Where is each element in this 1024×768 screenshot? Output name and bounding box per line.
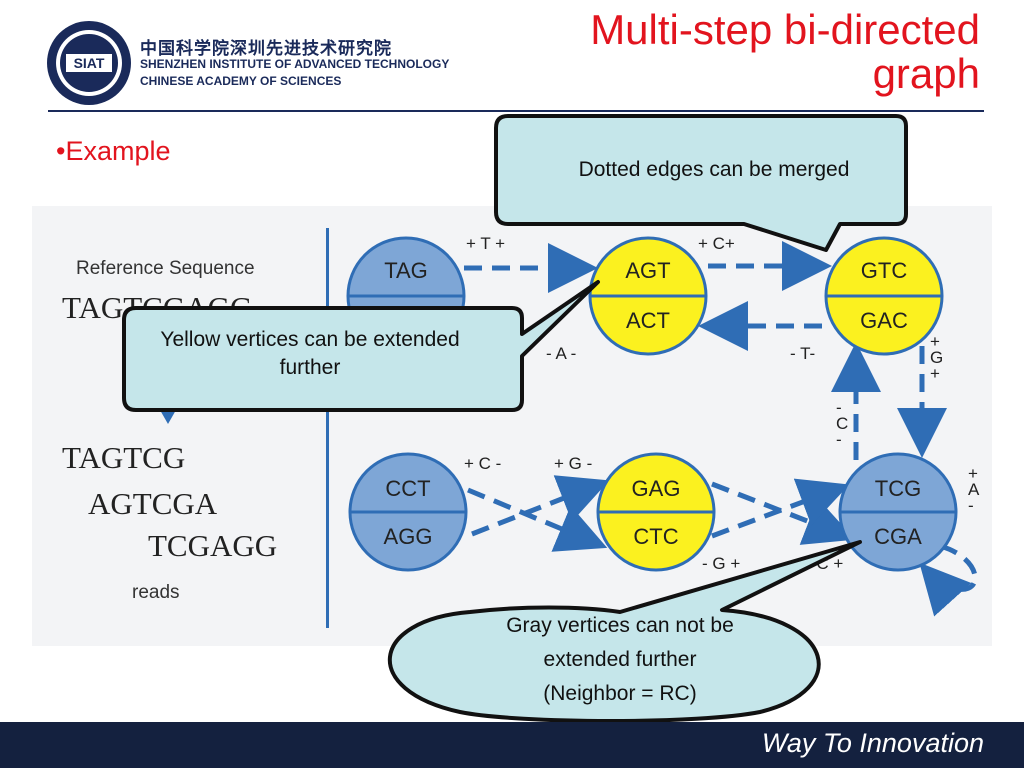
reference-label: Reference Sequence (76, 258, 255, 279)
callout-gray-line-1: Gray vertices can not be (506, 614, 734, 637)
edge-label-act-cta: - A - (546, 344, 577, 363)
node-cga-bottom: CGA (874, 524, 922, 549)
read-1: TAGTCG (62, 440, 186, 475)
node-agt-top: AGT (625, 258, 671, 283)
slide-title: Multi-step bi-directed graph (590, 6, 980, 97)
callout-yellow-shape (122, 280, 600, 412)
node-gtc-top: GTC (860, 258, 908, 283)
edge-label-tag-agt: + T + (466, 234, 506, 253)
siat-logo-icon: SIAT (47, 21, 131, 105)
edge-label-cga-loop: + A - (968, 464, 980, 515)
edge-label-agt-gtc: + C+ (698, 234, 735, 253)
reads-label: reads (132, 582, 180, 603)
callout-gray-line-3: (Neighbor = RC) (543, 682, 697, 705)
edge-label-gac-act: - T- (790, 344, 816, 363)
title-divider (48, 110, 984, 112)
footer-bar (0, 722, 1024, 768)
node-agt-bottom: ACT (626, 308, 670, 333)
node-gtc-bottom: GAC (860, 308, 908, 333)
edge-label-cga-gac: - C - (836, 398, 849, 449)
footer-tagline: Way To Innovation (761, 728, 984, 758)
node-tag-top: TAG (384, 258, 428, 283)
edge-label-ctc-cga: - G + (702, 554, 741, 573)
node-ctc-bottom: CTC (633, 524, 679, 549)
logo-badge: SIAT (74, 55, 105, 71)
institute-name-cn: 中国科学院深圳先进技术研究院 (140, 39, 392, 59)
read-3: TCGAGG (148, 528, 278, 563)
node-cct-bottom: AGG (383, 524, 433, 549)
academy-name-en: CHINESE ACADEMY OF SCIENCES (140, 74, 342, 88)
edge-label-gtc-tcg: + G + (930, 332, 944, 383)
bullet-example: •Example (56, 136, 171, 166)
read-2: AGTCGA (88, 486, 218, 521)
node-cct-top: CCT (385, 476, 431, 501)
callout-gray-line-2: extended further (543, 648, 697, 671)
edge-label-agg-gag: + G - (554, 454, 593, 473)
node-gag-top: GAG (631, 476, 681, 501)
callout-dotted-shape (494, 114, 908, 252)
callout-gray-shape (387, 540, 862, 723)
edge-label-cct-ctc: + C - (464, 454, 502, 473)
arrow-down-icon (160, 410, 176, 424)
panel-divider (326, 228, 329, 628)
callout-dotted-text: Dotted edges can be merged (578, 158, 850, 181)
institute-name-en: SHENZHEN INSTITUTE OF ADVANCED TECHNOLOG… (140, 57, 450, 71)
callout-yellow-text: Yellow vertices can be extended further (160, 328, 460, 379)
node-tcg-top: TCG (874, 476, 922, 501)
